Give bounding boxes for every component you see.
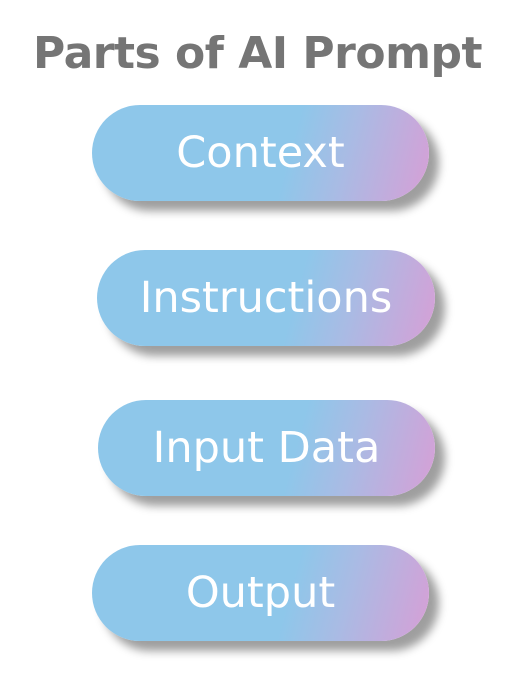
part-context: Context xyxy=(92,105,429,201)
part-output: Output xyxy=(92,545,429,641)
part-label: Instructions xyxy=(139,272,393,323)
part-input-data: Input Data xyxy=(98,400,435,496)
part-label: Output xyxy=(185,567,336,618)
diagram-title: Parts of AI Prompt xyxy=(33,28,482,79)
part-label: Input Data xyxy=(152,422,381,473)
part-instructions: Instructions xyxy=(97,250,435,346)
part-label: Context xyxy=(176,127,345,178)
